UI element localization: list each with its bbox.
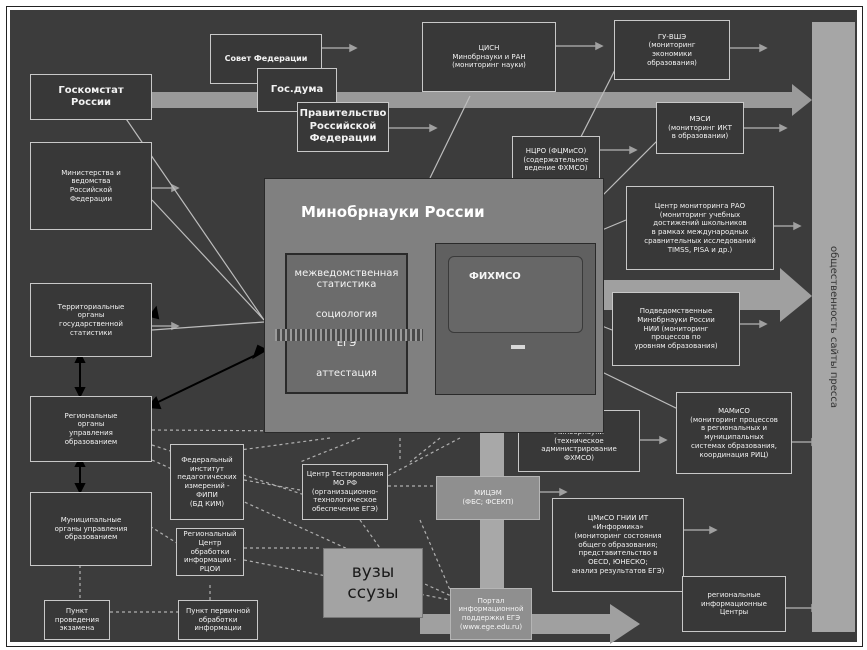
box-regional-ic: региональные информационные Центры: [682, 576, 786, 632]
box-ncro: НЦРО (ФЦМиСО) (содержательное ведение ФХ…: [512, 136, 600, 184]
inner-line-statistics: межведомственная статистика: [294, 268, 399, 291]
inner-line-attestation: аттестация: [316, 367, 377, 379]
box-municipal: Муниципальные органы управления образова…: [30, 492, 152, 566]
box-regional-organy: Региональные органы управления образован…: [30, 396, 152, 462]
monitor-screen: ФИХМСО: [448, 256, 583, 333]
box-micem: МИЦЭМ (ФБС; ФСЕКП): [436, 476, 540, 520]
data-sources-box: межведомственная статистика социология Е…: [285, 253, 408, 394]
box-vuzy-ssuzy: вузы ссузы: [323, 548, 423, 618]
sidebar-label: общественность сайты пресса: [828, 245, 839, 408]
computer-monitor-graphic: ФИХМСО: [435, 243, 596, 395]
box-podvedom-nii: Подведомственные Минобрнауки России НИИ …: [612, 292, 740, 366]
box-mamiso: МАМиСО (мониторинг процессов в региональ…: [676, 392, 792, 474]
box-centr-testirovaniya: Центр Тестирования МО РФ (организационно…: [302, 464, 388, 520]
box-punkt-obrabotki: Пункт первичной обработки информации: [178, 600, 258, 640]
black-arrows: [74, 305, 269, 495]
public-sidebar: общественность сайты пресса: [812, 22, 855, 632]
box-punkt-ekzamena: Пункт проведения экзамена: [44, 600, 110, 640]
box-cisn: ЦИСН Минобрнауки и РАН (мониторинг науки…: [422, 22, 556, 92]
monitor-base-ridges: [275, 329, 423, 341]
screen-label: ФИХМСО: [469, 271, 521, 282]
inner-line-ege: ЕГЭ: [336, 338, 357, 350]
box-pravitelstvo: Правительство Российской Федерации: [297, 102, 389, 152]
box-centr-rao: Центр мониторинга РАО (мониторинг учебны…: [626, 186, 774, 270]
box-rcoi: Региональный Центр обработки информации …: [176, 528, 244, 576]
box-fipi: Федеральный институт педагогических изме…: [170, 444, 244, 520]
small-arrows: [152, 41, 820, 613]
box-cmiso-informika: ЦМиСО ГНИИ ИТ «Информика» (мониторинг со…: [552, 498, 684, 592]
box-goskomstat: Госкомстат России: [30, 74, 152, 120]
box-gu-vshe: ГУ-ВШЭ (мониторинг экономики образования…: [614, 20, 730, 80]
main-title: Минобрнауки России: [301, 203, 485, 221]
inner-line-sociology: социология: [315, 308, 378, 320]
main-ministry-box: Минобрнауки России межведомственная стат…: [264, 178, 604, 433]
box-mesi: МЭСИ (мониторинг ИКТ в образовании): [656, 102, 744, 154]
box-portal-ege: Портал информационной поддержки ЕГЭ (www…: [450, 588, 532, 640]
disk-slot: [511, 345, 525, 349]
box-ministerstva: Министерства и ведомства Российской Феде…: [30, 142, 152, 230]
box-territorial: Территориальные органы государственной с…: [30, 283, 152, 357]
